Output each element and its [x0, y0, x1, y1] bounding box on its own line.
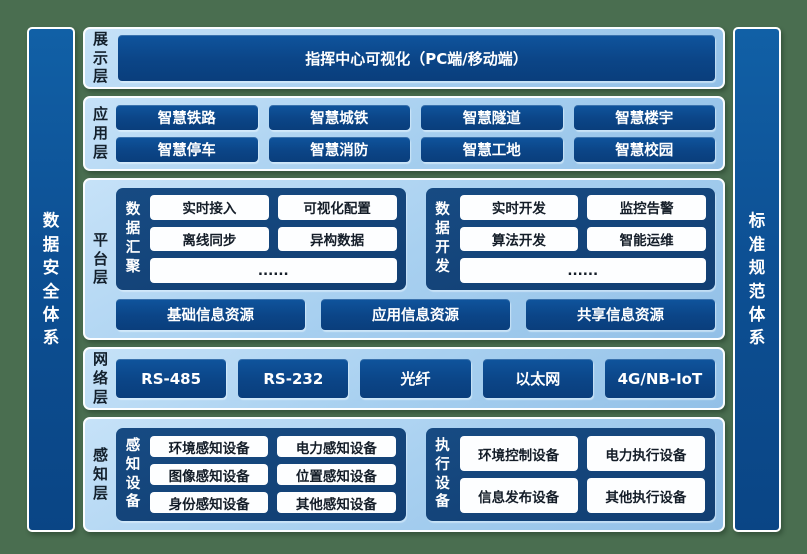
- network-box: RS-232: [238, 359, 349, 398]
- standards-pillar-label: 标准规范体系: [748, 211, 766, 348]
- network-row: RS-485 RS-232 光纤 以太网 4G/NB-IoT: [116, 359, 716, 398]
- resource-box: 基础信息资源: [116, 299, 305, 330]
- platform-groups: 数据汇聚 实时接入 可视化配置 离线同步 异构数据 ......: [116, 188, 715, 290]
- platform-item: 智能运维: [587, 226, 706, 252]
- sensing-devices-label-col: 感知设备: [121, 436, 145, 513]
- perception-layer-panel: 感知层 感知设备 环境感知设备 电力感知设备 图像感知设备 位置感知设备 身份感…: [83, 417, 725, 532]
- device-box: 其他执行设备: [586, 478, 705, 513]
- display-layer-label-col: 展示层: [85, 29, 116, 87]
- command-center-box: 指挥中心可视化（PC端/移动端）: [118, 35, 715, 81]
- data-development-label-col: 数据开发: [431, 195, 455, 283]
- network-box: RS-485: [116, 359, 227, 398]
- device-box: 其他感知设备: [277, 492, 396, 513]
- device-box: 电力执行设备: [586, 436, 705, 471]
- layer-stack: 展示层 指挥中心可视化（PC端/移动端） 应用层 智慧铁路 智慧城铁 智慧隧道 …: [83, 27, 725, 532]
- display-layer-label: 展示层: [92, 29, 108, 86]
- resource-box: 应用信息资源: [321, 299, 510, 330]
- platform-item: 异构数据: [277, 226, 397, 252]
- platform-item-more: ......: [150, 258, 397, 283]
- display-layer-body: 指挥中心可视化（PC端/移动端）: [116, 29, 723, 87]
- application-box: 智慧隧道: [421, 105, 563, 130]
- network-box: 4G/NB-IoT: [604, 359, 716, 398]
- sensing-devices-grid: 环境感知设备 电力感知设备 图像感知设备 位置感知设备 身份感知设备 其他感知设…: [150, 436, 396, 513]
- platform-item: 监控告警: [587, 195, 706, 220]
- resource-row: 基础信息资源 应用信息资源 共享信息资源: [116, 299, 715, 330]
- device-box: 信息发布设备: [459, 478, 578, 513]
- platform-item: 可视化配置: [277, 195, 397, 220]
- data-aggregation-group: 数据汇聚 实时接入 可视化配置 离线同步 异构数据 ......: [116, 188, 406, 290]
- standards-pillar: 标准规范体系: [733, 27, 781, 532]
- device-box: 身份感知设备: [150, 492, 269, 513]
- application-layer-body: 智慧铁路 智慧城铁 智慧隧道 智慧楼宇 智慧停车 智慧消防 智慧工地 智慧校园: [116, 98, 723, 169]
- data-development-grid: 实时开发 监控告警 算法开发 智能运维 ......: [459, 195, 706, 283]
- network-layer-label: 网络层: [92, 350, 108, 406]
- data-security-pillar: 数据安全体系: [27, 27, 75, 532]
- platform-item: 实时接入: [150, 195, 269, 220]
- display-layer-panel: 展示层 指挥中心可视化（PC端/移动端）: [83, 27, 725, 89]
- application-box: 智慧停车: [116, 137, 258, 162]
- resource-box: 共享信息资源: [526, 299, 715, 330]
- platform-layer-label: 平台层: [92, 230, 108, 287]
- device-box: 环境感知设备: [150, 436, 269, 457]
- device-box: 图像感知设备: [150, 464, 269, 485]
- platform-item: 离线同步: [150, 226, 269, 252]
- execution-devices-label: 执行设备: [435, 437, 450, 511]
- application-box: 智慧城铁: [268, 105, 410, 130]
- perception-layer-label-col: 感知层: [85, 419, 116, 530]
- platform-item-more: ......: [459, 258, 706, 283]
- application-layer-panel: 应用层 智慧铁路 智慧城铁 智慧隧道 智慧楼宇 智慧停车 智慧消防 智慧工地 智…: [83, 96, 725, 171]
- data-aggregation-label: 数据汇聚: [125, 202, 141, 275]
- data-development-label: 数据开发: [435, 202, 450, 275]
- sensing-devices-label: 感知设备: [125, 437, 141, 511]
- platform-layer-body: 数据汇聚 实时接入 可视化配置 离线同步 异构数据 ......: [116, 180, 723, 338]
- network-box: 以太网: [482, 359, 593, 398]
- device-box: 环境控制设备: [459, 436, 578, 471]
- network-layer-panel: 网络层 RS-485 RS-232 光纤 以太网 4G/NB-IoT: [83, 347, 725, 410]
- network-layer-body: RS-485 RS-232 光纤 以太网 4G/NB-IoT: [116, 349, 723, 408]
- perception-layer-body: 感知设备 环境感知设备 电力感知设备 图像感知设备 位置感知设备 身份感知设备 …: [116, 419, 723, 530]
- application-grid: 智慧铁路 智慧城铁 智慧隧道 智慧楼宇 智慧停车 智慧消防 智慧工地 智慧校园: [116, 105, 715, 162]
- application-box: 智慧工地: [421, 137, 563, 162]
- platform-item: 算法开发: [459, 226, 579, 252]
- sensing-devices-group: 感知设备 环境感知设备 电力感知设备 图像感知设备 位置感知设备 身份感知设备 …: [116, 428, 406, 521]
- execution-devices-label-col: 执行设备: [431, 436, 455, 513]
- platform-item: 实时开发: [459, 195, 579, 220]
- data-development-group: 数据开发 实时开发 监控告警 算法开发 智能运维 ......: [425, 188, 715, 290]
- application-layer-label: 应用层: [92, 105, 108, 161]
- application-layer-label-col: 应用层: [85, 98, 116, 169]
- device-box: 位置感知设备: [277, 464, 396, 485]
- execution-devices-grid: 环境控制设备 电力执行设备 信息发布设备 其他执行设备: [459, 436, 705, 513]
- application-box: 智慧楼宇: [573, 105, 715, 130]
- execution-devices-group: 执行设备 环境控制设备 电力执行设备 信息发布设备 其他执行设备: [425, 428, 715, 521]
- data-aggregation-label-col: 数据汇聚: [121, 195, 145, 283]
- diagram-content: 数据安全体系 展示层 指挥中心可视化（PC端/移动端） 应用层 智慧铁路: [27, 27, 781, 532]
- perception-layer-label: 感知层: [92, 446, 108, 502]
- platform-layer-panel: 平台层 数据汇聚 实时接入 可视化配置 离线同步 异构数据: [83, 178, 725, 340]
- network-box: 光纤: [360, 359, 471, 398]
- data-security-pillar-label: 数据安全体系: [42, 211, 60, 348]
- platform-layer-label-col: 平台层: [85, 180, 116, 338]
- network-layer-label-col: 网络层: [85, 349, 116, 408]
- device-box: 电力感知设备: [277, 436, 396, 457]
- data-aggregation-grid: 实时接入 可视化配置 离线同步 异构数据 ......: [150, 195, 397, 283]
- application-box: 智慧铁路: [116, 105, 258, 130]
- application-box: 智慧校园: [573, 137, 715, 162]
- application-box: 智慧消防: [268, 137, 410, 162]
